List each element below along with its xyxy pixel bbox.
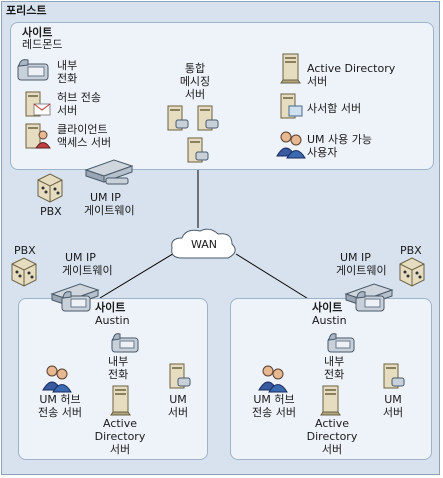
austin-right-um-line1: UM [384, 393, 402, 406]
users-icon [42, 365, 72, 393]
austin-right-pbx-label: PBX [400, 244, 422, 257]
redmond-internal-phone-line1: 내부 [57, 59, 78, 72]
um-server-icon [383, 363, 405, 389]
phone-icon [61, 291, 91, 312]
phone-icon [111, 333, 139, 353]
austin-left-um-line1: UM [169, 393, 187, 406]
austin-left-pbx-label: PBX [14, 244, 36, 257]
active-directory-server-icon [110, 385, 131, 416]
users-icon [276, 131, 306, 159]
active-directory-server-icon [280, 53, 301, 84]
redmond-pbx-label: PBX [40, 205, 62, 218]
austin-left-um-hub-line1: UM 허브 [39, 393, 81, 406]
austin-left-site-name: Austin [95, 314, 130, 327]
um-server-icon [187, 137, 209, 163]
austin-right-um-line2: 서버 [382, 406, 404, 419]
site-redmond-panel [10, 22, 434, 170]
link-wan-austin-right [235, 253, 311, 301]
redmond-hub-transport-line1: 허브 전송 [57, 91, 101, 104]
austin-left-gateway-line1: UM IP [65, 251, 96, 264]
austin-right-um-hub-line2: 전송 서버 [252, 406, 296, 419]
austin-right-ad-line3: 서버 [321, 443, 343, 456]
redmond-gateway-line1: UM IP [90, 191, 121, 204]
redmond-um-users-line1: UM 사용 가능 [307, 133, 373, 146]
phone-icon [327, 333, 355, 353]
um-server-icon [167, 105, 189, 131]
redmond-um-users-line2: 사용자 [307, 146, 338, 159]
redmond-hub-transport-line2: 서버 [57, 104, 78, 117]
client-access-server-icon [25, 123, 51, 149]
austin-right-site-label: 사이트 [312, 301, 343, 314]
austin-right-gateway-line1: UM IP [340, 251, 371, 264]
redmond-client-access-line2: 액세스 서버 [57, 136, 112, 149]
hub-transport-server-icon [25, 91, 51, 117]
austin-right-phone-line2: 전화 [324, 368, 345, 381]
austin-left-site-label: 사이트 [95, 301, 126, 314]
pbx-icon [11, 257, 37, 287]
austin-right-um-hub-line1: UM 허브 [253, 393, 295, 406]
um-server-icon [169, 363, 191, 389]
austin-left-ad-line3: 서버 [109, 443, 131, 456]
redmond-client-access-line1: 클라이언트 [57, 123, 108, 136]
austin-right-ad-line1: Active [314, 417, 350, 430]
wan-label: WAN [190, 238, 218, 251]
redmond-ad-line1: Active Directory [307, 62, 396, 75]
austin-left-phone-line2: 전화 [108, 368, 129, 381]
pbx-icon [37, 173, 63, 203]
austin-left-gateway-line2: 게이트웨이 [62, 264, 113, 277]
site-redmond-name: 레드몬드 [22, 38, 63, 51]
pbx-icon [399, 257, 425, 287]
austin-right-ad-line2: Directory [306, 430, 358, 443]
wan-cloud-icon [171, 228, 236, 259]
redmond-um-line1: 통합 [184, 62, 206, 75]
phone-icon [355, 291, 385, 312]
users-icon [258, 365, 288, 393]
austin-left-ad-line2: Directory [94, 430, 146, 443]
redmond-internal-phone-line2: 전화 [57, 72, 78, 85]
austin-left-phone-line1: 내부 [108, 355, 129, 368]
mailbox-server-icon [280, 93, 303, 119]
austin-right-phone-line1: 내부 [324, 355, 345, 368]
austin-right-site-name: Austin [312, 314, 347, 327]
forest-title: 포리스트 [6, 4, 47, 17]
site-redmond-label: 사이트 [22, 26, 53, 39]
redmond-ad-line2: 서버 [307, 75, 328, 88]
active-directory-server-icon [320, 385, 341, 416]
redmond-um-line2: 메시징 [179, 75, 211, 88]
phone-icon [17, 59, 49, 81]
austin-left-um-hub-line2: 전송 서버 [38, 406, 82, 419]
um-server-icon [197, 105, 219, 131]
austin-left-um-line2: 서버 [167, 406, 189, 419]
um-ip-gateway-icon [84, 159, 134, 185]
austin-left-ad-line1: Active [102, 417, 138, 430]
redmond-mailbox-server: 사서함 서버 [307, 102, 362, 115]
redmond-um-line3: 서버 [184, 88, 206, 101]
link-wan-austin-left [99, 251, 177, 299]
redmond-gateway-line2: 게이트웨이 [84, 204, 135, 217]
austin-right-gateway-line2: 게이트웨이 [336, 264, 387, 277]
